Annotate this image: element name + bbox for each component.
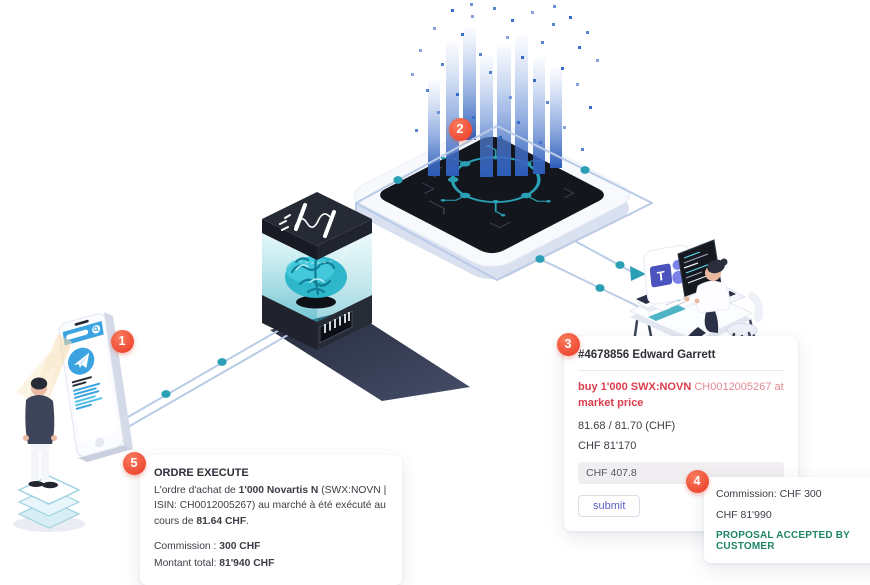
commission-card: Commission: CHF 300 CHF 81'990 PROPOSAL … — [704, 477, 870, 563]
data-stream-bars — [428, 28, 562, 177]
step-number: 2 — [456, 122, 464, 136]
advisor-person — [678, 258, 731, 348]
search-bar — [66, 329, 89, 340]
execution-total: Montant total: 81'940 CHF — [154, 557, 275, 569]
step-marker-1: 1 — [110, 329, 134, 353]
step-marker-5: 5 — [122, 451, 146, 475]
execution-commission: Commission : 300 CHF — [154, 541, 261, 553]
data-dots — [411, 3, 599, 151]
commission-total: CHF 81'990 — [716, 509, 772, 521]
telegram-icon — [68, 347, 95, 375]
brand-logo-icon — [279, 203, 336, 238]
arrow-icon — [630, 266, 646, 281]
io-panel-icon — [319, 310, 353, 344]
execution-body: L'ordre d'achat de 1'000 Novartis N (SWX… — [154, 485, 387, 527]
step-number: 5 — [130, 456, 138, 470]
execution-card: ORDRE EXECUTE L'ordre d'achat de 1'000 N… — [140, 455, 402, 585]
home-button-icon — [95, 437, 105, 448]
customer-person — [23, 377, 58, 489]
step-marker-4: 4 — [685, 469, 709, 493]
step-marker-3: 3 — [556, 332, 580, 356]
divider — [578, 370, 784, 371]
customer-phone-illustration — [13, 312, 133, 532]
proposal-status: PROPOSAL ACCEPTED BY CUSTOMER — [716, 530, 850, 552]
quote-line: 81.68 / 81.70 (CHF) — [578, 419, 676, 432]
search-icon — [93, 326, 99, 332]
ai-brain-illustration — [262, 192, 372, 350]
order-instruction: buy 1'000 SWX:NOVN CH0012005267 at marke… — [578, 381, 784, 409]
connection-nodes — [161, 166, 625, 398]
step-number: 3 — [564, 337, 572, 351]
order-title: #4678856 Edward Garrett — [578, 349, 716, 361]
order-total: CHF 81'170 — [578, 439, 637, 452]
execution-title: ORDRE EXECUTE — [154, 467, 249, 479]
phone-icon — [58, 313, 124, 457]
submit-button[interactable]: submit — [578, 494, 641, 517]
platform-stack — [17, 475, 81, 529]
brain-icon — [285, 256, 347, 298]
step-number: 1 — [118, 334, 126, 348]
step-marker-2: 2 — [448, 117, 472, 141]
commission-line: Commission: CHF 300 — [716, 488, 822, 500]
svg-text:T: T — [656, 268, 665, 284]
step-number: 4 — [693, 474, 701, 488]
